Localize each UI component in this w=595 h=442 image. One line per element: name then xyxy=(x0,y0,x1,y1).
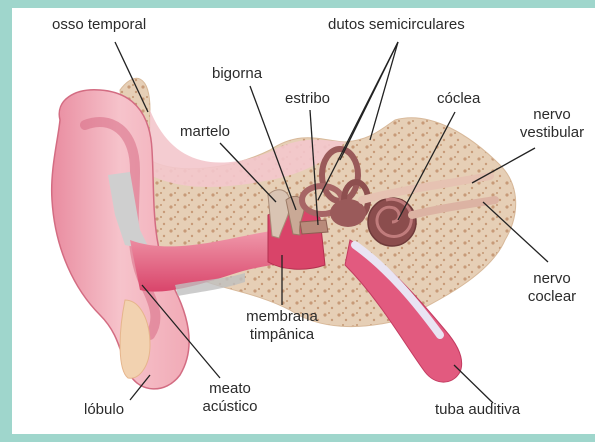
label-meato-line1: meato xyxy=(190,380,270,398)
diagram-canvas: osso temporal dutos semicirculares bigor… xyxy=(12,8,595,434)
label-osso-temporal: osso temporal xyxy=(52,16,146,34)
label-nervo-vestibular-line1: nervo xyxy=(512,106,592,124)
stapes-shape xyxy=(300,220,328,234)
label-martelo: martelo xyxy=(180,123,230,141)
label-nervo-coclear: nervo coclear xyxy=(517,270,587,306)
label-membrana-line2: timpânica xyxy=(237,326,327,344)
ear-anatomy-illustration xyxy=(12,8,595,434)
label-nervo-coclear-line1: nervo xyxy=(517,270,587,288)
leader-tuba xyxy=(454,365,493,403)
label-membrana-timpanica: membrana timpânica xyxy=(237,308,327,344)
label-lobulo: lóbulo xyxy=(84,401,124,419)
label-bigorna: bigorna xyxy=(212,65,262,83)
label-nervo-vestibular: nervo vestibular xyxy=(512,106,592,142)
label-meato-acustico: meato acústico xyxy=(190,380,270,416)
label-meato-line2: acústico xyxy=(190,398,270,416)
label-estribo: estribo xyxy=(285,90,330,108)
label-tuba-auditiva: tuba auditiva xyxy=(435,401,520,419)
label-nervo-coclear-line2: coclear xyxy=(517,288,587,306)
label-dutos-semicirculares: dutos semicirculares xyxy=(328,16,465,34)
label-nervo-vestibular-line2: vestibular xyxy=(512,124,592,142)
label-coclea: cóclea xyxy=(437,90,480,108)
label-membrana-line1: membrana xyxy=(237,308,327,326)
